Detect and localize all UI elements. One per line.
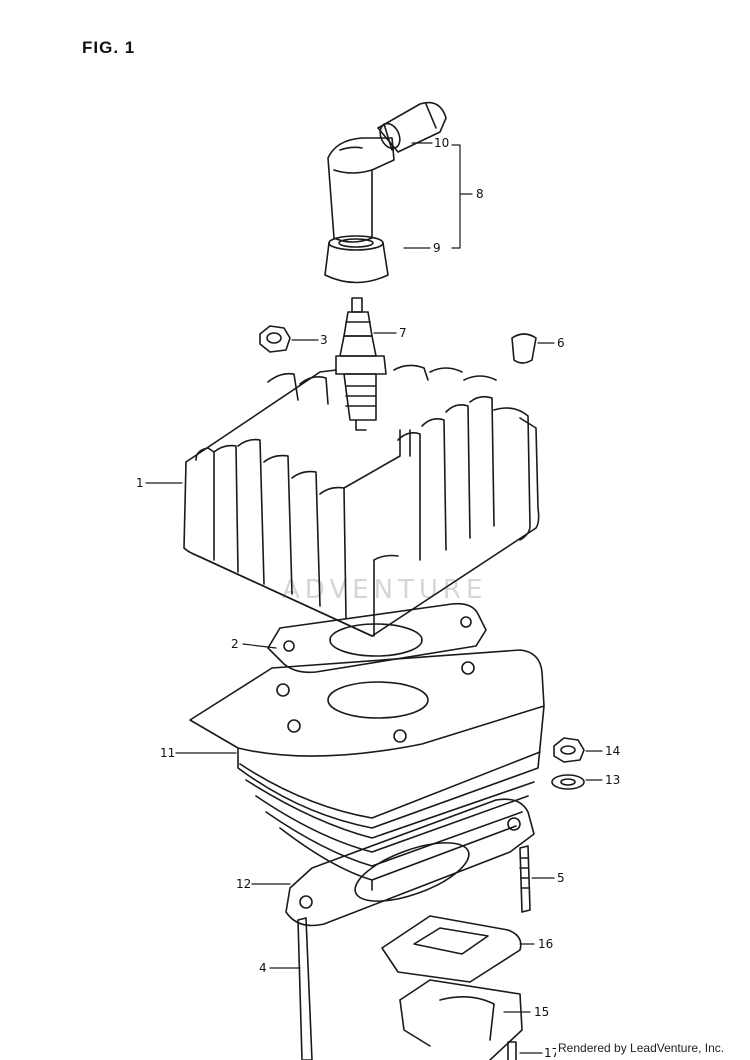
head-gasket [267, 602, 487, 674]
nut-right [553, 737, 585, 763]
stud [519, 845, 531, 913]
callout-labels: 1 2 3 4 5 6 7 8 9 10 11 12 13 14 15 16 1… [136, 136, 620, 1060]
callout-11: 11 [160, 746, 175, 760]
callout-5: 5 [557, 871, 565, 885]
callout-13: 13 [605, 773, 620, 787]
watermark-text: ADVENTURE [282, 575, 487, 605]
crankcase [399, 979, 523, 1060]
callout-9: 9 [433, 241, 441, 255]
callout-3: 3 [320, 333, 328, 347]
cylinder-head [183, 364, 540, 637]
cap [511, 333, 537, 364]
callout-15: 15 [534, 1005, 549, 1019]
long-stud [297, 917, 313, 1060]
callout-1: 1 [136, 476, 144, 490]
callout-10: 10 [434, 136, 449, 150]
base-gasket [285, 798, 535, 927]
leader-lines [145, 142, 603, 1054]
callout-6: 6 [557, 336, 565, 350]
figure-label: FIG. 1 [82, 38, 136, 57]
callout-12: 12 [236, 877, 251, 891]
callout-4: 4 [259, 961, 267, 975]
washer [551, 774, 585, 790]
intake-gasket [381, 915, 522, 983]
callout-16: 16 [538, 937, 553, 951]
spark-plug-cap [327, 137, 395, 243]
callout-7: 7 [399, 326, 407, 340]
callout-17: 17 [544, 1046, 559, 1060]
callout-14: 14 [605, 744, 620, 758]
callout-8: 8 [476, 187, 484, 201]
callout-2: 2 [231, 637, 239, 651]
nut-top [259, 325, 291, 353]
spark-plug-cap-elbow [377, 101, 447, 153]
footer-credit: Rendered by LeadVenture, Inc. [556, 1041, 727, 1055]
cylinder [189, 649, 545, 891]
rubber-boot [324, 235, 389, 284]
spark-plug [335, 297, 387, 431]
